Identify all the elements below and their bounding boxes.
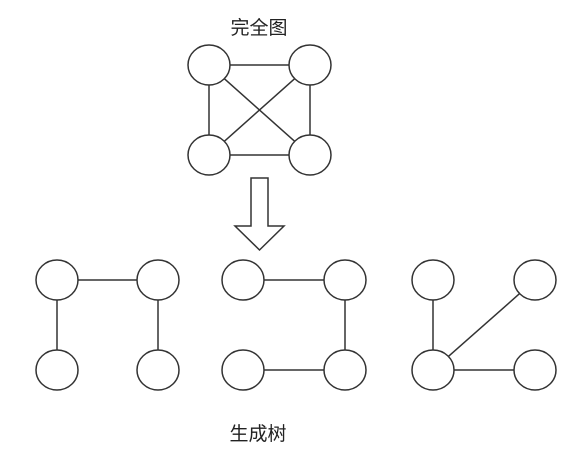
graph-complete [187,44,332,176]
node-complete-c [187,134,231,176]
node-tree-3-c [411,349,455,391]
graph-tree-1 [35,259,180,391]
edge-tree-3-b-c [447,293,521,357]
node-tree-2-b [323,259,367,301]
node-tree-3-b [513,259,557,301]
node-tree-2-a [221,259,265,301]
node-tree-3-d [513,349,557,391]
node-tree-2-d [323,349,367,391]
node-tree-1-a [35,259,79,301]
node-complete-d [288,134,332,176]
spanning-tree-caption: 生成树 [229,423,286,445]
node-tree-1-c [35,349,79,391]
edge-complete-b-c [223,78,296,142]
graph-tree-2 [221,259,367,391]
node-tree-3-a [411,259,455,301]
graph-tree-3 [411,259,557,391]
node-tree-2-c [221,349,265,391]
graph-layer [35,44,557,391]
node-tree-1-d [136,349,180,391]
node-complete-b [288,44,332,86]
node-tree-1-b [136,259,180,301]
node-complete-a [187,44,231,86]
complete-graph-title: 完全图 [230,17,287,39]
down-arrow-icon [233,177,286,252]
